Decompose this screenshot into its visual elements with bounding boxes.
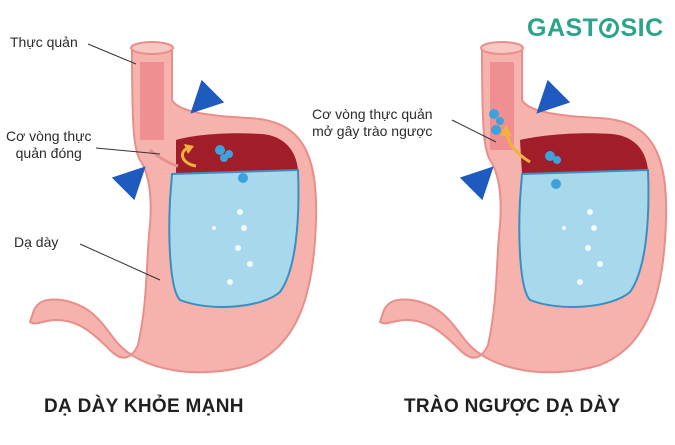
reflux-pressure-arrow-icon bbox=[536, 79, 571, 114]
reflux-esophagus-opening bbox=[480, 41, 524, 55]
leader-line-reflux-sphincter bbox=[451, 119, 497, 143]
reflux-air-pocket bbox=[520, 133, 648, 174]
label-sphincter-open-line2: mở gây trào ngược bbox=[312, 123, 433, 139]
brand-logo: GAST SIC bbox=[527, 14, 664, 43]
leader-line-sphincter bbox=[95, 147, 161, 155]
healthy-bubble-icon bbox=[215, 145, 248, 183]
healthy-air-pocket bbox=[176, 133, 298, 174]
label-stomach: Dạ dày bbox=[14, 234, 59, 250]
brand-o-icon bbox=[599, 18, 620, 38]
healthy-stomach bbox=[28, 41, 318, 374]
reflux-arrow-head-icon bbox=[500, 124, 512, 136]
caption-reflux: TRÀO NGƯỢC DẠ DÀY bbox=[404, 396, 621, 417]
reflux-stomach bbox=[378, 41, 668, 374]
leader-line-esophagus bbox=[87, 43, 137, 65]
label-esophagus: Thực quản bbox=[10, 34, 78, 50]
brand-text-right: SIC bbox=[620, 14, 664, 42]
healthy-esophagus-lumen bbox=[140, 62, 164, 140]
reflux-acid-bubbles bbox=[562, 209, 603, 285]
healthy-swirl-arrow-icon bbox=[180, 146, 197, 168]
healthy-closed-sphincter bbox=[149, 148, 179, 168]
label-sphincter-closed-line1: Cơ vòng thực bbox=[6, 128, 92, 144]
label-sphincter-closed: Cơ vòng thực quản đóng bbox=[6, 128, 91, 162]
healthy-acid bbox=[168, 168, 300, 308]
healthy-swirl-arrow-head-icon bbox=[184, 144, 194, 154]
label-sphincter-open-line1: Cơ vòng thực quản bbox=[312, 106, 433, 122]
reflux-pressure-arrow-icon-lower bbox=[459, 166, 494, 201]
label-sphincter-closed-line2: quản đóng bbox=[15, 145, 82, 161]
label-sphincter-open: Cơ vòng thực quản mở gây trào ngược bbox=[312, 106, 433, 140]
healthy-pressure-arrow-icon-lower bbox=[111, 166, 146, 201]
reflux-bubble-icon bbox=[489, 109, 561, 189]
healthy-esophagus-opening bbox=[130, 41, 174, 55]
healthy-pressure-arrow-icon bbox=[190, 79, 225, 114]
caption-healthy: DẠ DÀY KHỎE MẠNH bbox=[44, 396, 244, 417]
reflux-esophagus-lumen bbox=[490, 62, 514, 150]
leader-line-stomach bbox=[79, 243, 161, 281]
brand-text-left: GAST bbox=[527, 14, 599, 42]
healthy-acid-bubbles bbox=[212, 209, 253, 285]
reflux-acid bbox=[518, 168, 650, 308]
